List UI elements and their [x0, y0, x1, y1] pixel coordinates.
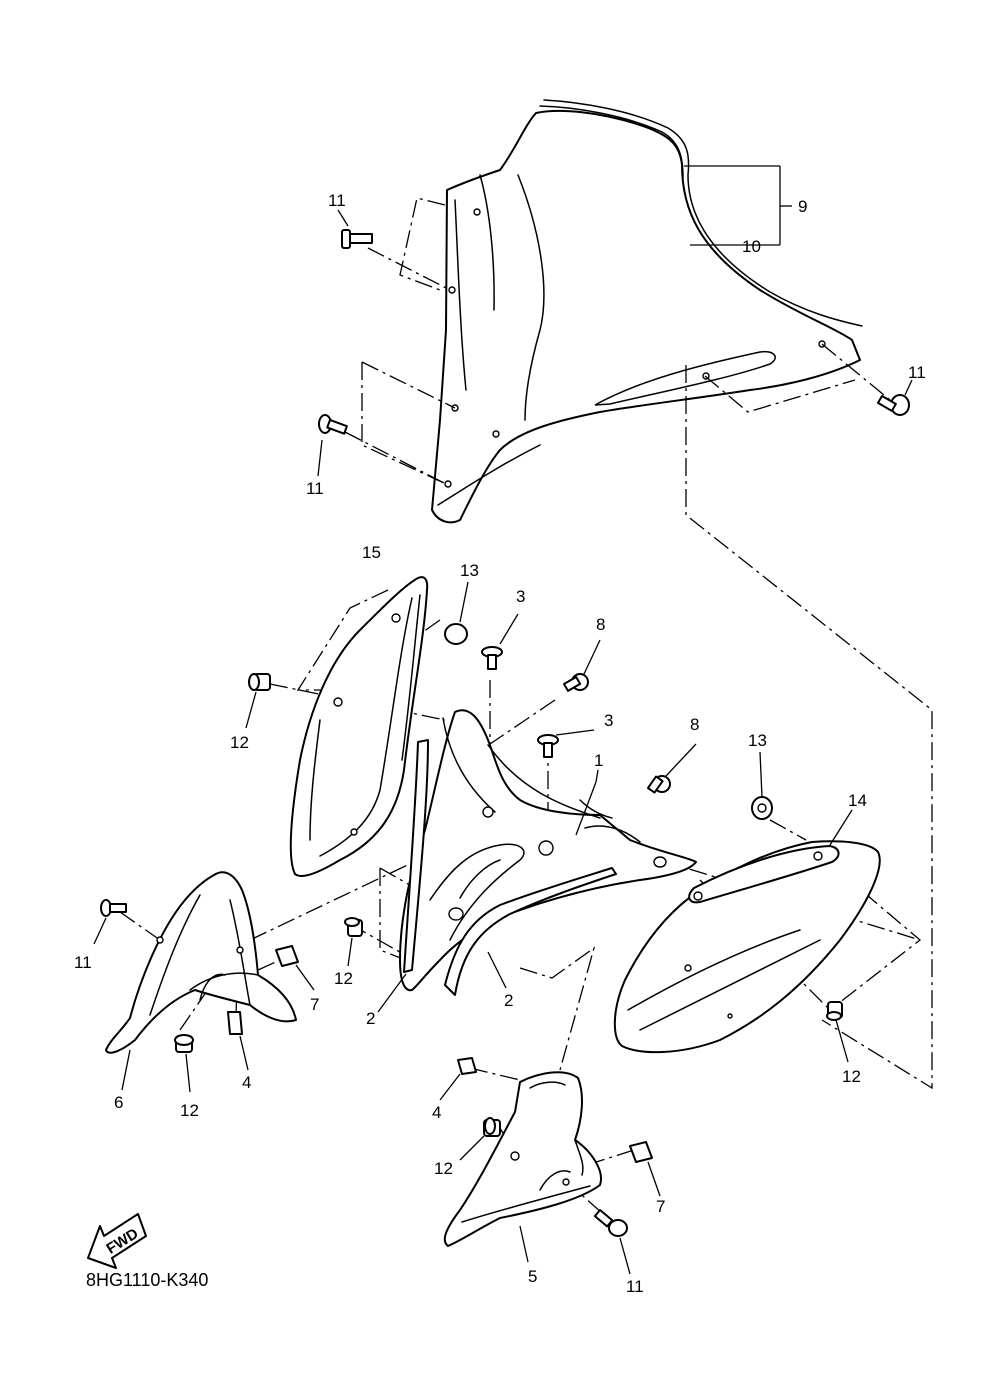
callout-1: 1 [594, 751, 603, 770]
callout-8-upper: 8 [596, 615, 605, 634]
nut-7-bottom [629, 1141, 661, 1197]
callout-bracket-9-10 [684, 165, 792, 246]
screw-8-upper [563, 639, 601, 692]
collar-12-bottom [459, 1117, 501, 1161]
main-cowl-1 [399, 709, 697, 992]
callout-13-upper: 13 [460, 561, 479, 580]
callout-2-left: 2 [366, 1009, 375, 1028]
callout-6: 6 [114, 1093, 123, 1112]
lower-panel-6 [105, 871, 297, 1091]
bolt-11-bottom [593, 1209, 631, 1275]
callout-10: 10 [742, 237, 761, 256]
collar-12-middle [344, 917, 363, 967]
diagram-code: 8HG1110-K340 [86, 1270, 208, 1290]
callout-12-bottom: 12 [434, 1159, 453, 1178]
lower-panel-5 [443, 1071, 602, 1263]
bolt-11-left [93, 899, 127, 945]
callout-12-right: 12 [842, 1067, 861, 1086]
inner-panel-15 [289, 576, 429, 878]
trim-strip-2-right [444, 867, 617, 996]
nut-4-bottom [439, 1057, 477, 1101]
bolt-11-upper-left [337, 209, 373, 249]
callout-12-middle: 12 [334, 969, 353, 988]
collar-12-right [826, 1001, 849, 1063]
callout-11-mid-left: 11 [306, 479, 324, 498]
callout-11-right: 11 [908, 363, 926, 382]
callout-7-bottom: 7 [656, 1197, 665, 1216]
windshield [431, 99, 863, 524]
screw-3-lower [537, 729, 595, 758]
trim-strip-2-left [377, 739, 429, 1013]
grommet-13-right [751, 751, 773, 820]
callout-4-left: 4 [242, 1073, 251, 1092]
collar-12-upper-left [245, 673, 271, 729]
callout-15: 15 [362, 543, 381, 562]
grommet-13-upper [444, 581, 469, 645]
callout-12-lower-left: 12 [180, 1101, 199, 1120]
callout-14: 14 [848, 791, 867, 810]
callout-13-right: 13 [748, 731, 767, 750]
nut-7-left [275, 945, 315, 991]
callout-11-bottom: 11 [626, 1277, 644, 1296]
nut-4-left [227, 1011, 249, 1071]
bolt-11-right [877, 379, 913, 416]
side-panel-14 [613, 809, 881, 1054]
callout-4-bottom: 4 [432, 1103, 441, 1122]
screw-3-upper [481, 613, 519, 670]
callout-9: 9 [798, 197, 807, 216]
callout-8-lower: 8 [690, 715, 699, 734]
bolt-11-lower-left [317, 414, 348, 477]
callout-11-left: 11 [74, 953, 92, 972]
screw-8-lower [647, 743, 697, 794]
collar-12-lower-left [174, 1034, 194, 1093]
callout-5: 5 [528, 1267, 537, 1286]
callout-11-top-left: 11 [328, 191, 346, 210]
callout-labels: 9 10 11 11 11 15 13 3 8 12 3 8 13 1 14 1… [74, 191, 926, 1296]
callout-3-upper: 3 [516, 587, 525, 606]
callout-12-upper-left: 12 [230, 733, 249, 752]
callout-3-lower: 3 [604, 711, 613, 730]
callout-7-left: 7 [310, 995, 319, 1014]
forward-direction-arrow: FWD [87, 1213, 147, 1269]
callout-2-right: 2 [504, 991, 513, 1010]
